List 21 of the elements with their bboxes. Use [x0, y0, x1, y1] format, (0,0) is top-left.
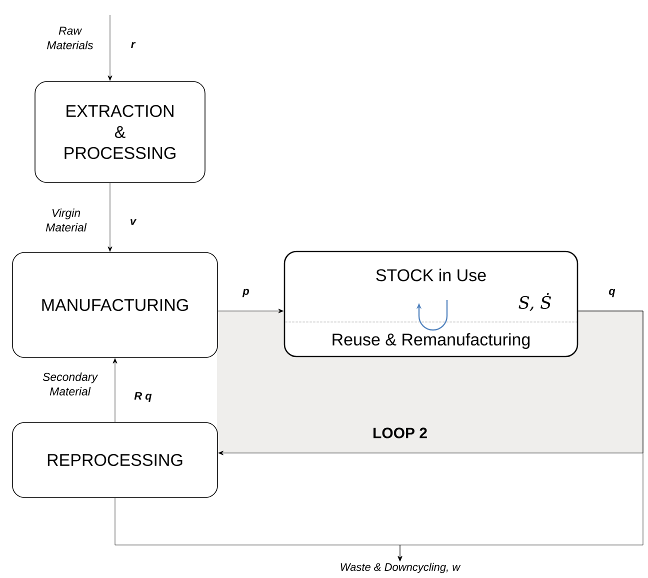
- edge-label: p: [242, 288, 250, 298]
- output-text: Waste & Downcycling, w: [340, 562, 461, 574]
- arrow: [108, 182, 112, 252]
- process-box: REPROCESSING: [12, 422, 218, 498]
- flow-label: Virgin Material: [46, 208, 87, 232]
- arrow: [112, 358, 118, 422]
- process-box: MANUFACTURING: [12, 252, 218, 358]
- edge-label: q: [608, 288, 616, 298]
- stock-symbol: S, Ṡ: [518, 293, 551, 311]
- box-heading: STOCK in Use: [376, 268, 486, 282]
- flow-label: Raw Materials: [47, 26, 94, 50]
- arrow: [108, 14, 112, 81]
- edge-label: v: [130, 219, 137, 225]
- box-subheading: Reuse & Remanufacturing: [332, 333, 530, 349]
- arrow: [114, 498, 402, 562]
- arrow: [218, 308, 284, 314]
- flow-label: Secondary Material: [42, 372, 98, 396]
- edge-label: r: [131, 42, 136, 48]
- edge-label: R q: [134, 392, 152, 402]
- process-box: EXTRACTION & PROCESSING: [34, 81, 206, 183]
- loop-label: LOOP 2: [374, 428, 427, 438]
